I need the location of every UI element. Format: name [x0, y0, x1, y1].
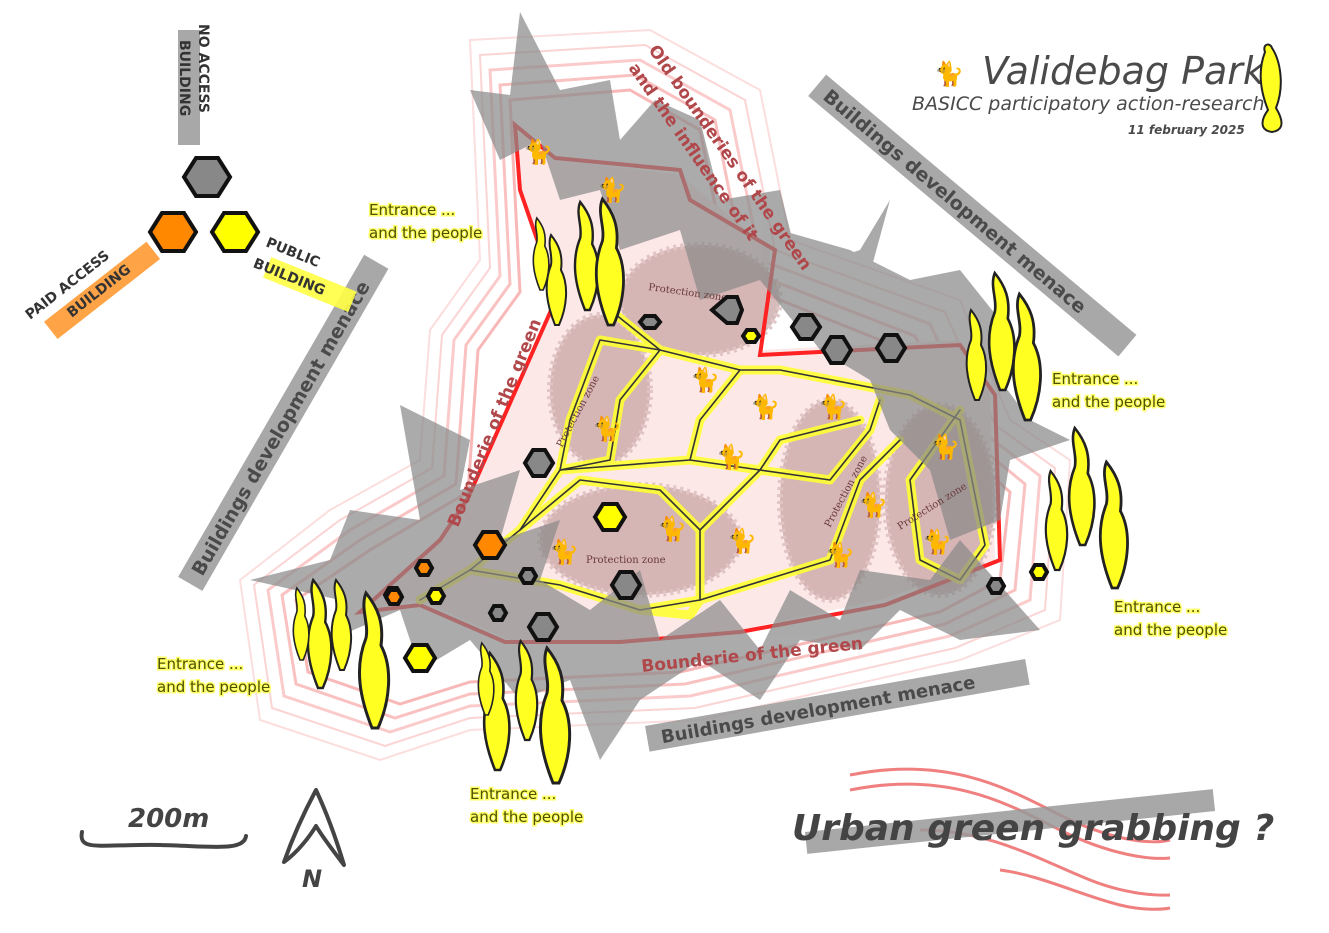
entrance-label-sw: Entrance ... and the people: [156, 654, 272, 698]
cat-icon: 🐈: [592, 415, 622, 443]
map-title: Validebag Park: [982, 49, 1267, 93]
cat-icon: 🐈: [858, 491, 888, 519]
cat-icon: 🐈: [930, 433, 960, 461]
header-cat-icon: 🐈: [934, 60, 964, 88]
entrance-label-nw: Entrance ... and the people: [368, 200, 484, 244]
building-legend: NO ACCESS BUILDING PAID ACCESS BUILDING …: [23, 24, 357, 340]
svg-text:Entrance ...: Entrance ...: [1052, 370, 1138, 388]
buildings: [382, 295, 1050, 673]
north-arrow: N: [282, 788, 346, 893]
svg-text:Entrance ...: Entrance ...: [157, 655, 243, 673]
question-block: Urban green grabbing ?: [792, 767, 1274, 911]
building-public: [402, 328, 1050, 673]
menace-s-label: Buildings development menace: [660, 672, 977, 748]
cat-icon: 🐈: [727, 527, 757, 555]
svg-text:and the people: and the people: [1114, 621, 1227, 639]
scale-bar: 200m: [79, 804, 248, 849]
svg-text:and the people: and the people: [1052, 393, 1165, 411]
legend-hex-paid: [147, 211, 199, 253]
entrance-label-s: Entrance ... and the people: [469, 784, 585, 828]
entrance-label-e2: Entrance ... and the people: [1113, 597, 1229, 641]
legend-hex-no-access: [181, 156, 233, 198]
map-date: 11 february 2025: [1128, 123, 1245, 137]
cat-icon: 🐈: [523, 138, 553, 166]
svg-text:and the people: and the people: [157, 678, 270, 696]
cat-markers: 🐈 🐈 🐈 🐈 🐈 🐈 🐈 🐈 🐈 🐈 🐈 🐈 🐈 🐈: [523, 138, 960, 569]
building-paid: [383, 530, 508, 606]
map-subtitle: BASICC participatory action-research: [912, 93, 1264, 115]
building-no-access: [382, 295, 1007, 642]
scale-label: 200m: [128, 804, 209, 834]
entrance-figures-s: [477, 639, 572, 785]
svg-text:Entrance ...: Entrance ...: [470, 785, 556, 803]
cat-icon: 🐈: [922, 528, 952, 556]
north-arrow-icon: [282, 788, 346, 867]
cat-icon: 🐈: [690, 366, 720, 394]
entrance-label-e1: Entrance ... and the people: [1051, 369, 1167, 413]
cat-icon: 🐈: [657, 515, 687, 543]
cat-icon: 🐈: [818, 393, 848, 421]
cat-icon: 🐈: [825, 541, 855, 569]
question-text: Urban green grabbing ?: [792, 808, 1274, 849]
svg-text:Entrance ...: Entrance ...: [1114, 598, 1200, 616]
svg-text:and the people: and the people: [369, 224, 482, 242]
cat-icon: 🐈: [549, 538, 579, 566]
north-label: N: [302, 865, 322, 893]
menace-arrows: [250, 12, 1070, 760]
legend-no-access-1: NO ACCESS: [195, 24, 211, 113]
svg-text:and the people: and the people: [470, 808, 583, 826]
cat-icon: 🐈: [750, 393, 780, 421]
svg-text:Entrance ...: Entrance ...: [369, 201, 455, 219]
pz-label-3: Protection zone: [586, 555, 666, 566]
legend-hex-public: [209, 211, 261, 253]
header: 🐈 Validebag Park BASICC participatory ac…: [912, 43, 1283, 137]
flame-figure-icon: [1259, 43, 1283, 134]
legend-no-access-2: BUILDING: [176, 40, 192, 116]
cat-icon: 🐈: [716, 443, 746, 471]
